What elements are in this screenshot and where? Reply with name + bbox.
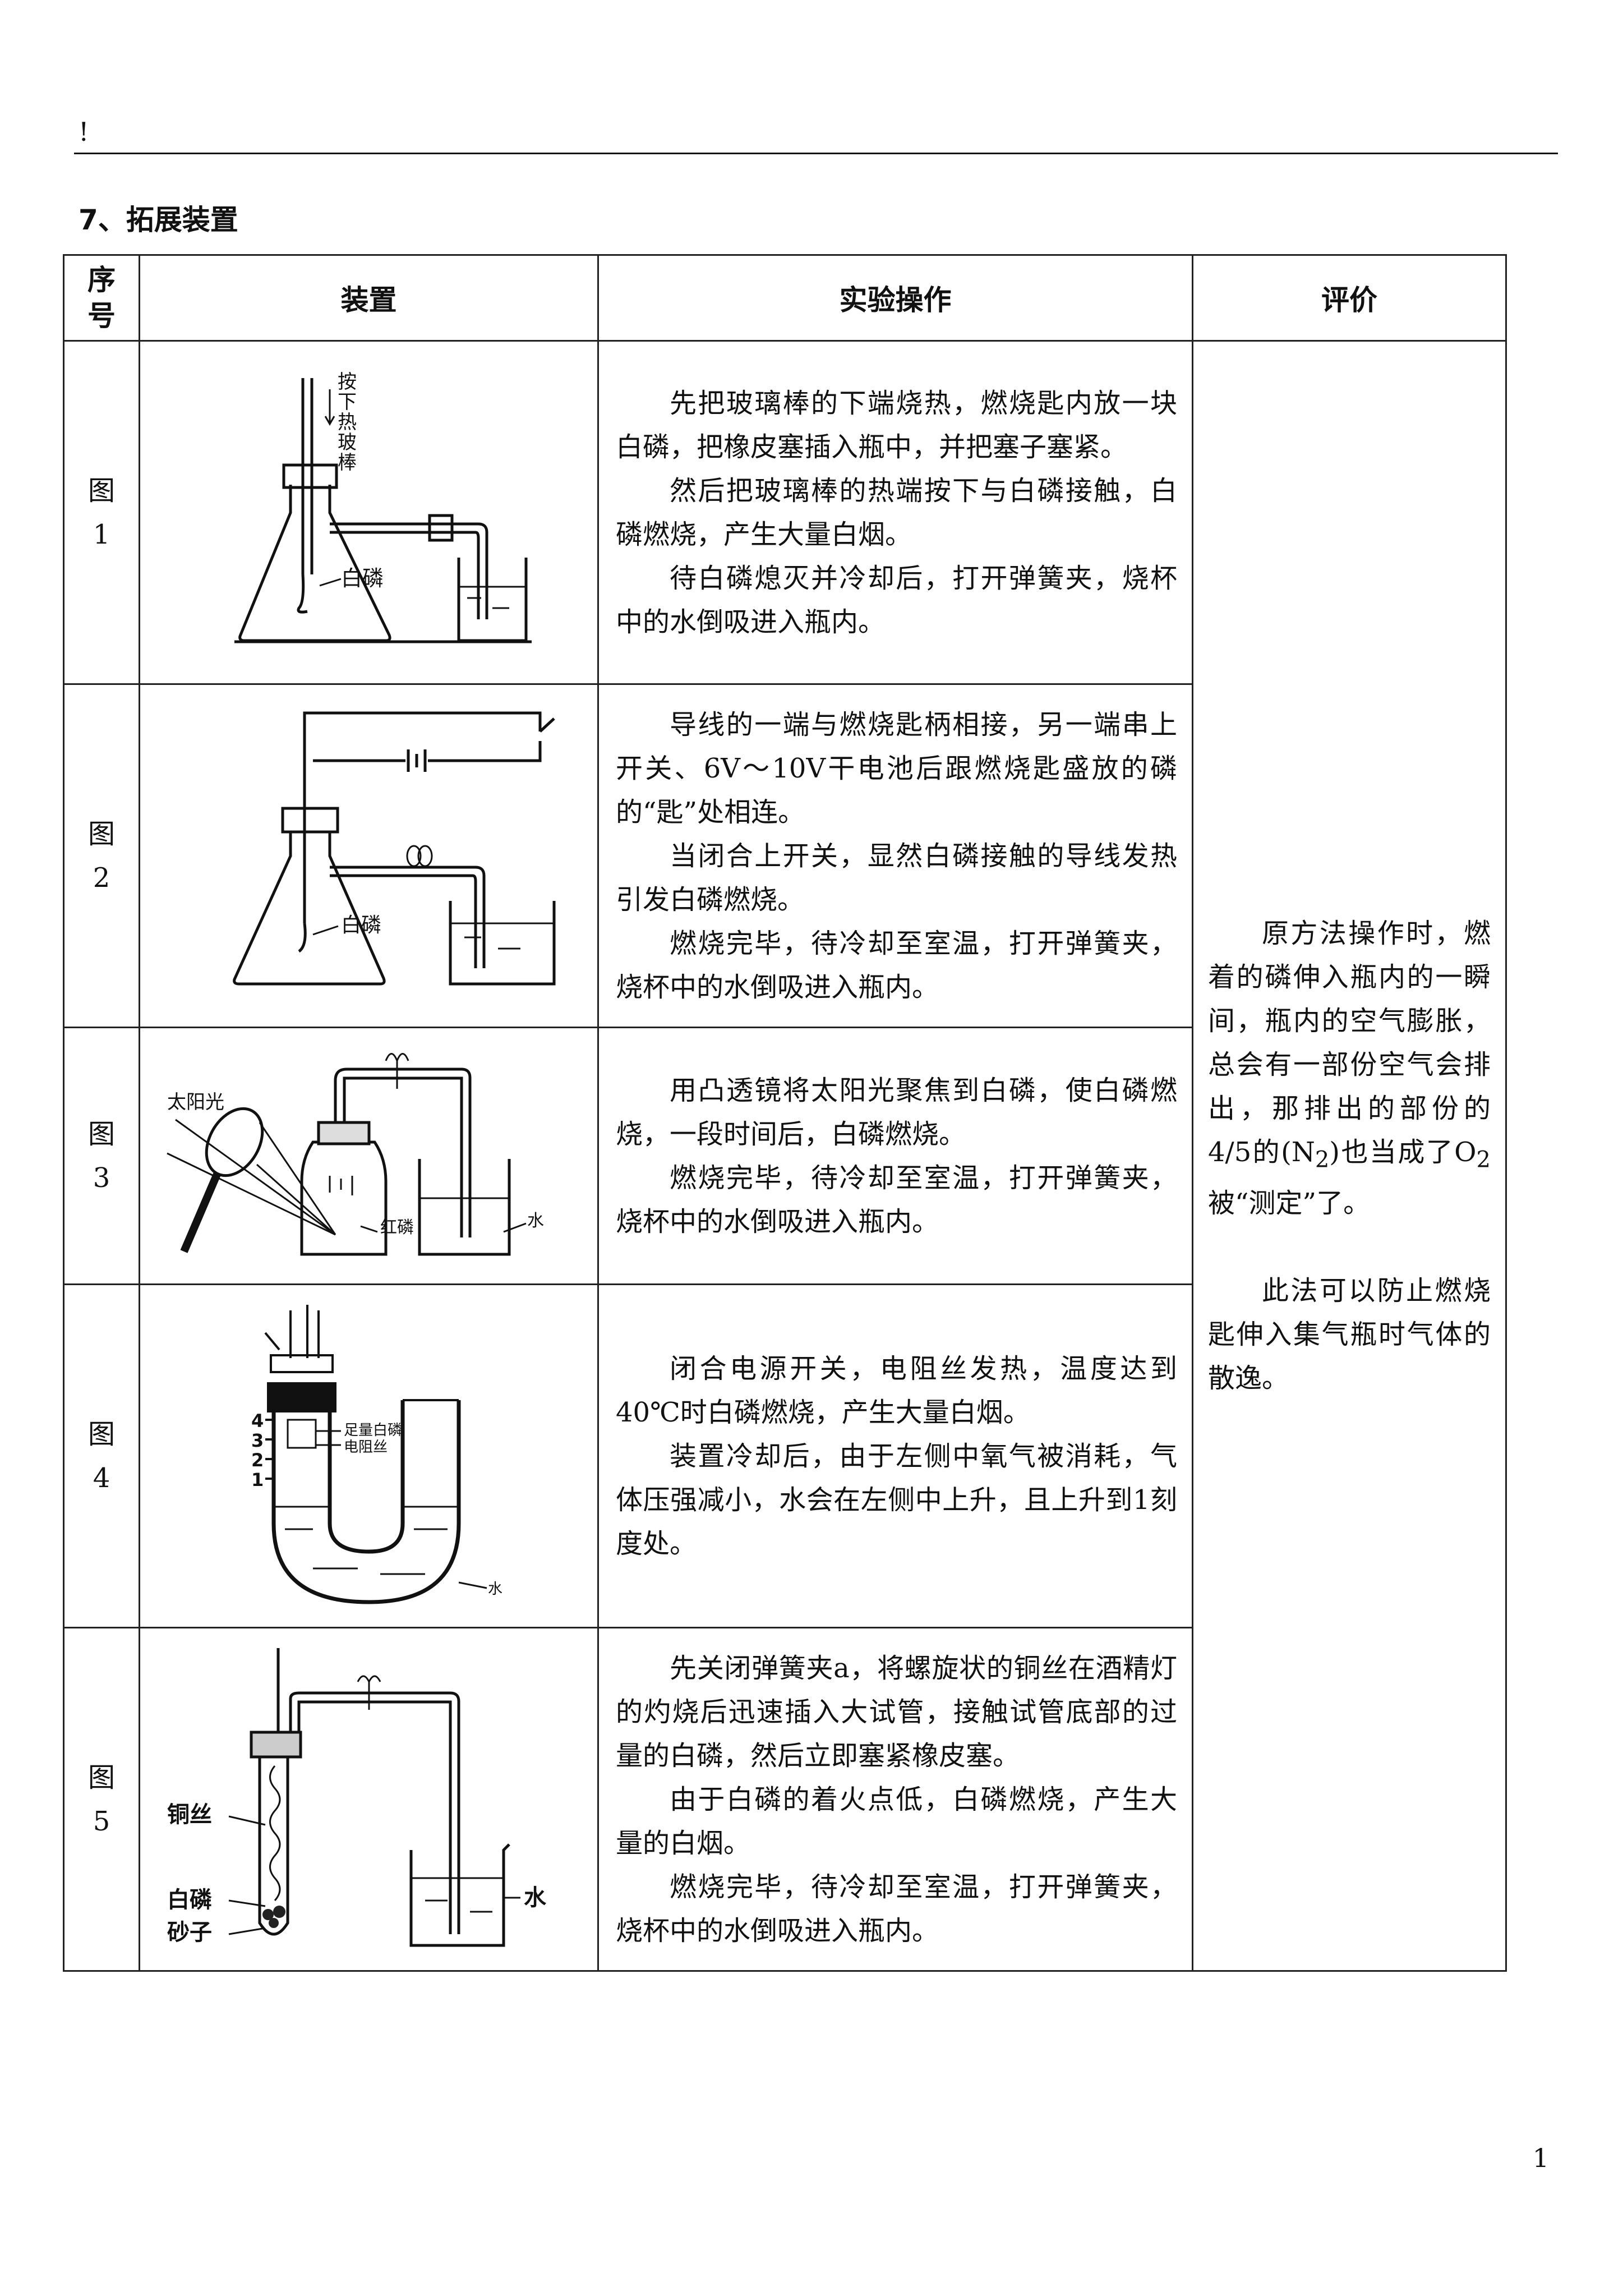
ticks-group: 4 3 2 1 (251, 1410, 275, 1490)
label-phosphorus: 白磷 (341, 566, 384, 591)
label-resistance-wire: 电阻丝 (344, 1439, 388, 1456)
label-sunlight: 太阳光 (167, 1091, 224, 1114)
svg-text:下: 下 (338, 391, 357, 413)
section-title: 7、拓展装置 (79, 204, 238, 236)
operation-cell-2: 导线的一端与燃烧匙柄相接，另一端串上开关、6V～10V干电池后跟燃烧匙盛放的磷的… (597, 683, 1193, 1028)
svg-text:按: 按 (338, 371, 357, 393)
header-mark: ! (79, 117, 89, 147)
figure-5-diagram: 铜丝 白磷 砂子 水 (167, 1648, 547, 1947)
header-operation: 实验操作 (597, 254, 1193, 342)
header-device: 装置 (139, 254, 599, 342)
label-phosphorus: 白磷 (341, 914, 381, 937)
figure-2-diagram: 白磷 (232, 711, 555, 985)
label-phosphorus: 白磷 (167, 1887, 212, 1913)
label-copper-wire: 铜丝 (167, 1802, 212, 1828)
svg-text:2: 2 (251, 1450, 264, 1471)
figure-3-cell: 太阳光 红磷 水 (139, 1027, 599, 1285)
page-number: 1 (1532, 2143, 1549, 2173)
figure-4-cell: 4 3 2 1 足量白磷 电阻丝 水 (139, 1283, 599, 1628)
table-header-row: 序号 装置 实验操作 评价 (63, 254, 1507, 342)
header-evaluation: 评价 (1192, 254, 1507, 342)
operation-cell-1: 先把玻璃棒的下端烧热，燃烧匙内放一块白磷，把橡皮塞插入瓶中，并把塞子塞紧。 然后… (597, 340, 1193, 685)
label-red-phosphorus: 红磷 (380, 1218, 414, 1237)
label-water: 水 (527, 1211, 544, 1231)
figure-4-diagram: 4 3 2 1 足量白磷 电阻丝 水 (251, 1304, 502, 1604)
figure-1-cell: 白磷 按下热玻棒 (139, 340, 599, 685)
figure-3-diagram: 太阳光 红磷 水 (166, 1052, 544, 1255)
header-index: 序号 (63, 254, 140, 342)
label-phosphorus: 足量白磷 (344, 1422, 402, 1439)
label-sand: 砂子 (167, 1920, 212, 1945)
label-water: 水 (488, 1581, 502, 1598)
svg-text:1: 1 (251, 1469, 264, 1490)
operation-cell-3: 用凸透镜将太阳光聚焦到白磷，使白磷燃烧，一段时间后，白磷燃烧。 燃烧完毕，待冷却… (597, 1027, 1193, 1285)
figure-5-cell: 铜丝 白磷 砂子 水 (139, 1627, 599, 1972)
operation-cell-5: 先关闭弹簧夹a，将螺旋状的铜丝在酒精灯的灼烧后迅速插入大试管，接触试管底部的过量… (597, 1627, 1193, 1972)
evaluation-cell: 原方法操作时，燃着的磷伸入瓶内的一瞬间，瓶内的空气膨胀，总会有一部份空气会排出，… (1192, 340, 1507, 1972)
svg-text:4: 4 (251, 1410, 264, 1432)
figure-2-cell: 白磷 (139, 683, 599, 1028)
svg-text:玻: 玻 (338, 431, 357, 454)
label-water: 水 (524, 1885, 547, 1911)
header-rule (74, 153, 1558, 154)
svg-text:3: 3 (251, 1430, 264, 1451)
svg-text:热: 热 (338, 411, 357, 434)
operation-cell-4: 闭合电源开关，电阻丝发热，温度达到40℃时白磷燃烧，产生大量白烟。 装置冷却后，… (597, 1283, 1193, 1628)
svg-text:棒: 棒 (338, 452, 357, 474)
